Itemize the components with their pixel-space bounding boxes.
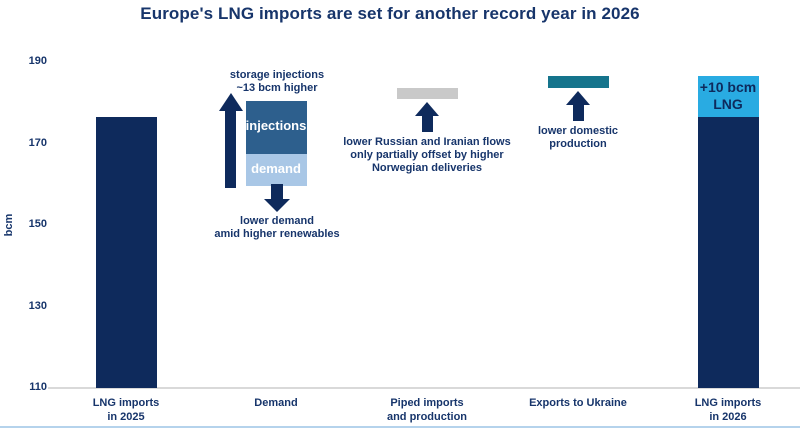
up-arrow-demand: [218, 92, 243, 189]
up-arrow-head: [218, 92, 243, 111]
highlight-label: +10 bcm LNG: [699, 79, 757, 113]
y-tick-label: 190: [28, 55, 47, 67]
highlight-segment-lng-2026: +10 bcm LNG: [697, 76, 759, 117]
x-axis-label-ukraine: Exports to Ukraine: [529, 397, 627, 409]
x-axis-label-lng-2025: LNG imports in 2025: [92, 397, 160, 423]
demand-label: demand: [251, 160, 301, 176]
injections-label: injections: [245, 118, 307, 134]
up-arrow-shaft: [572, 104, 584, 122]
up-arrow-head: [566, 91, 590, 106]
note-piped: lower Russian and Iranian flows only par…: [343, 135, 511, 174]
down-arrow-shaft: [271, 184, 283, 201]
y-tick-label: 150: [28, 218, 47, 230]
bar-ukraine: [547, 76, 609, 89]
segment-injections: injections: [245, 100, 307, 154]
bar-lng-2026: [697, 117, 759, 388]
up-arrow-head: [415, 101, 439, 116]
down-arrow-demand: [264, 184, 290, 213]
up-arrow-shaft: [225, 109, 236, 189]
up-arrow-shaft: [421, 114, 433, 132]
chart-title: Europe's LNG imports are set for another…: [140, 4, 640, 23]
y-tick-label: 110: [29, 381, 47, 393]
segment-demand: demand: [245, 153, 307, 187]
bar-lng-2025: [95, 117, 157, 388]
down-arrow-head: [264, 199, 290, 213]
up-arrow-ukraine: [566, 91, 590, 122]
up-arrow-piped: [415, 101, 439, 132]
note-ukraine: lower domestic production: [537, 125, 619, 151]
x-axis-label-lng-2026: LNG imports in 2026: [694, 397, 762, 423]
note-below-demand: lower demand amid higher renewables: [214, 215, 340, 241]
x-axis-label-demand: Demand: [254, 397, 298, 409]
y-tick-label: 130: [28, 299, 47, 312]
x-axis-line: [48, 387, 800, 389]
x-axis-label-piped: Piped imports and production: [386, 397, 468, 423]
bottom-rule: [0, 426, 800, 428]
bar-piped: [396, 88, 458, 99]
y-tick-label: 170: [28, 136, 47, 149]
note-above-demand: storage injections ~13 bcm higher: [229, 68, 325, 94]
